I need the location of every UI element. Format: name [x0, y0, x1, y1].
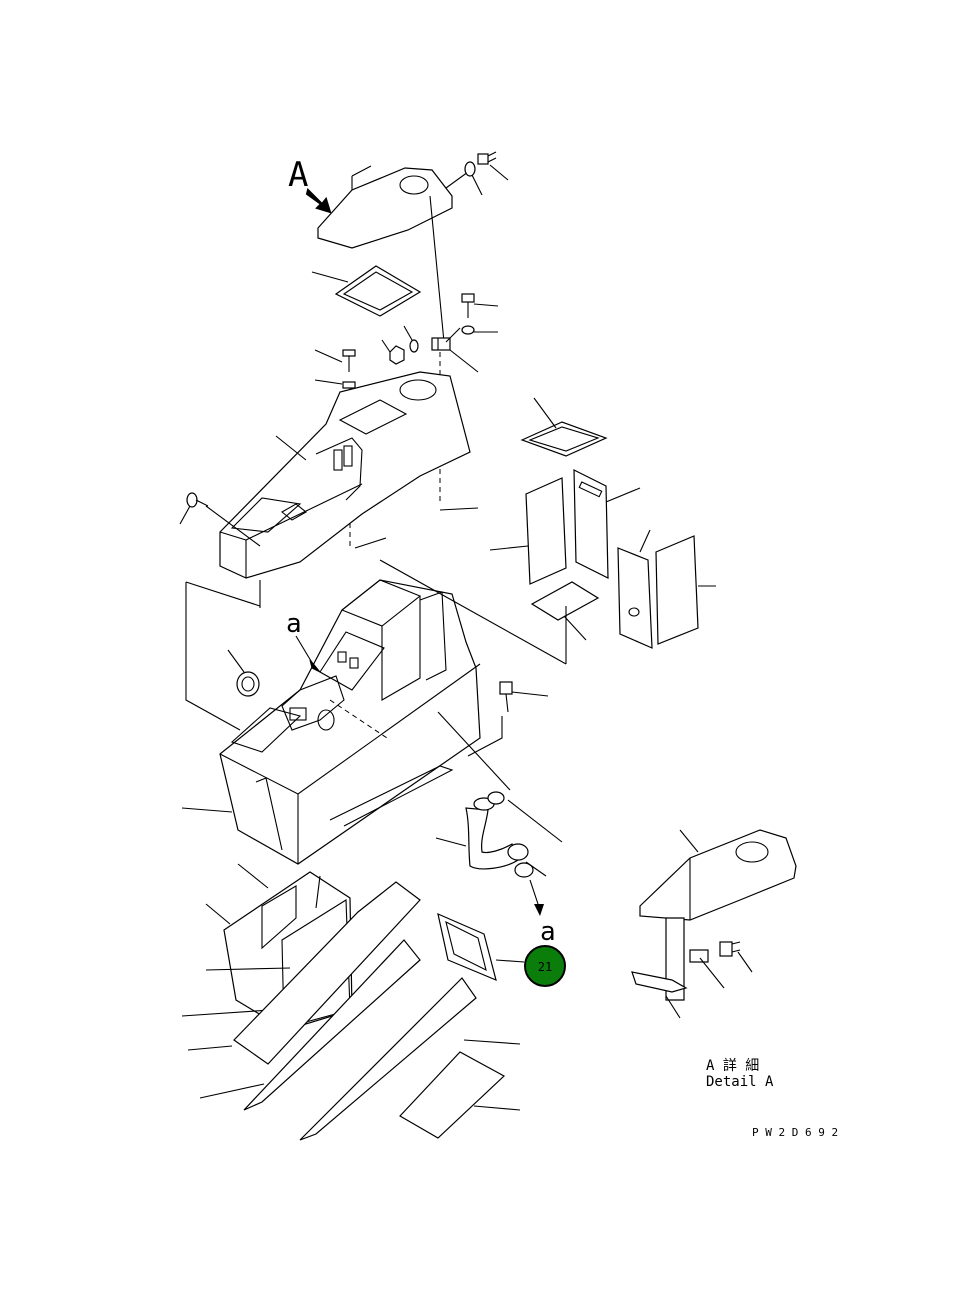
bolt: [461, 293, 475, 318]
washer: [461, 325, 475, 335]
insulation-pad: [399, 1051, 506, 1139]
grommet: [236, 671, 260, 697]
clip: [342, 381, 356, 389]
hose-clamp: [487, 791, 505, 805]
gasket-frame: [437, 912, 497, 982]
view-arrow-icon: [305, 188, 332, 214]
insulation-bottom-pad: [530, 581, 600, 621]
detail-arrow-icon: [534, 904, 544, 916]
insulation-panel: [573, 469, 609, 579]
washer: [409, 339, 419, 353]
insulation-strip: [233, 881, 421, 1065]
insulation-panel: [617, 547, 653, 649]
detail-a-lid: [639, 829, 797, 921]
insulation-top-pad: [520, 421, 608, 457]
screw: [342, 349, 356, 372]
hinge: [431, 337, 451, 351]
detail-ref-a: a: [286, 609, 302, 639]
detail-caption-jp: A 詳 細: [706, 1058, 759, 1074]
detail-caption-en: Detail A: [706, 1074, 774, 1090]
insulation-panel: [525, 477, 567, 585]
bolt: [499, 681, 513, 713]
part-callout-21[interactable]: 21: [524, 945, 566, 987]
lid-seal: [334, 265, 422, 317]
insulation-wedge: [243, 939, 421, 1111]
bolt: [186, 492, 209, 508]
callout-ref-a: a: [540, 917, 556, 947]
main-console-body: [219, 579, 481, 865]
drain-hose: [465, 797, 529, 870]
washer: [464, 161, 476, 177]
drawing-code: P W 2 D 6 9 2: [752, 1126, 838, 1139]
callout-circle[interactable]: [524, 945, 566, 987]
bolt: [477, 151, 497, 165]
view-label-a: A: [288, 155, 308, 195]
detail-arrow-icon: [309, 659, 321, 673]
armrest-lid: [317, 165, 453, 249]
callout-number: 21: [538, 960, 552, 974]
upper-console-cover: [219, 371, 471, 579]
insulation-wedge: [299, 977, 477, 1141]
insulation-panel: [655, 535, 699, 645]
nut: [389, 345, 405, 365]
detail-a-hinge: [631, 917, 741, 1001]
hose-clamp: [514, 862, 534, 878]
